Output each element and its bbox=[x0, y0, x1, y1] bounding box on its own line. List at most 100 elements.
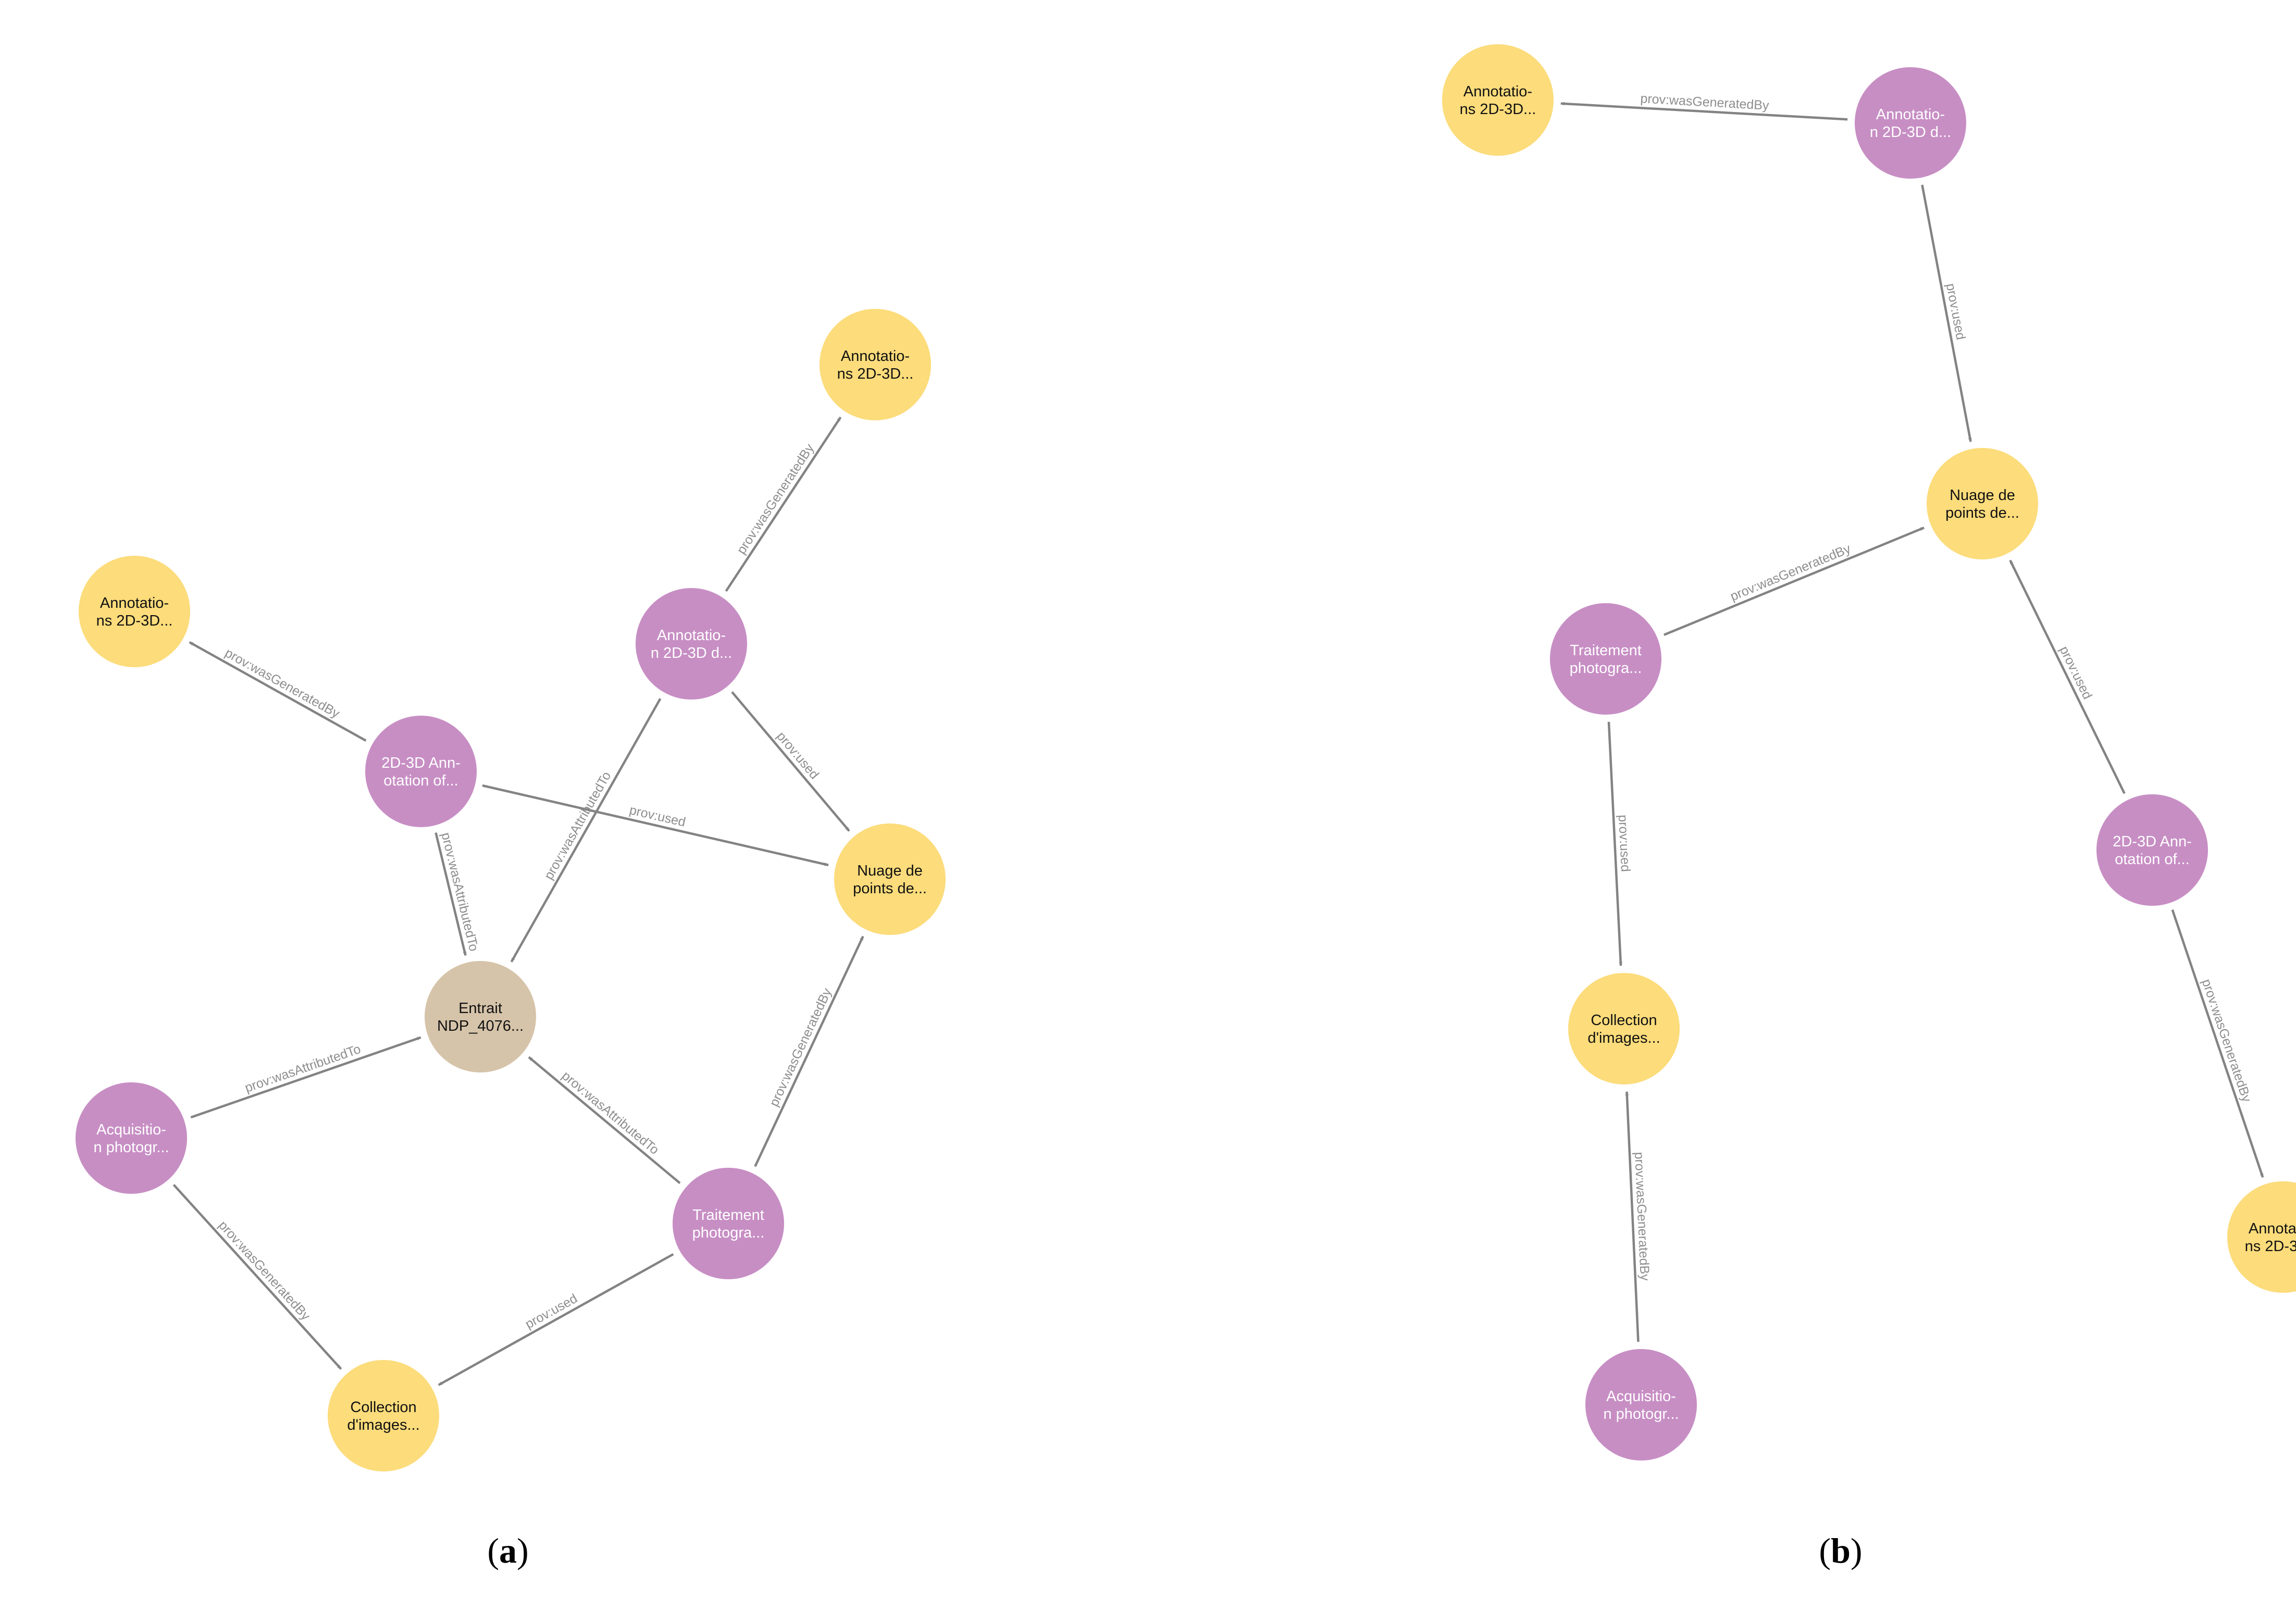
activity-node-circle[interactable] bbox=[1585, 1349, 1697, 1460]
activity-node[interactable]: Traitementphotogra... bbox=[1550, 603, 1661, 715]
node-label: otation of... bbox=[2115, 851, 2190, 868]
edge-prov-wasgeneratedby: prov:wasGeneratedBy bbox=[189, 641, 367, 742]
entity-node-circle[interactable] bbox=[1568, 973, 1680, 1084]
activity-node-circle[interactable] bbox=[1855, 67, 1966, 179]
node-label: 2D-3D Ann- bbox=[2113, 833, 2192, 850]
edge-arrow bbox=[190, 1036, 421, 1119]
node-label: ns 2D-3D... bbox=[2245, 1238, 2296, 1255]
panel-b: prov:wasGeneratedBy prov:used prov:wasGene… bbox=[1442, 44, 2296, 1570]
activity-node[interactable]: 2D-3D Ann-otation of... bbox=[2096, 794, 2208, 906]
edge-arrow bbox=[1607, 721, 1623, 966]
edge-arrow bbox=[510, 698, 662, 963]
node-label: n 2D-3D d... bbox=[651, 645, 732, 661]
panel-a-nodes: Annotatio-ns 2D-3D...Annotatio-ns 2D-3D.… bbox=[76, 309, 946, 1471]
edge-label: prov:wasAttributedTo bbox=[541, 769, 614, 882]
node-label: Annotatio- bbox=[1463, 83, 1532, 100]
activity-node[interactable]: Acquisitio-n photogr... bbox=[76, 1082, 187, 1194]
edge-arrow bbox=[1625, 1091, 1640, 1342]
activity-node-circle[interactable] bbox=[673, 1168, 784, 1279]
activity-node[interactable]: Traitementphotogra... bbox=[673, 1168, 784, 1279]
node-label: photogra... bbox=[692, 1225, 765, 1241]
entity-node[interactable]: Annotatio-ns 2D-3D... bbox=[2227, 1181, 2296, 1293]
entity-node-circle[interactable] bbox=[328, 1360, 439, 1471]
node-label: d'images... bbox=[1587, 1030, 1660, 1046]
activity-node[interactable]: Annotatio-n 2D-3D d... bbox=[1855, 67, 1966, 179]
node-label: ns 2D-3D... bbox=[837, 366, 914, 382]
entity-node[interactable]: Annotatio-ns 2D-3D... bbox=[820, 309, 931, 420]
entity-node-circle[interactable] bbox=[2227, 1181, 2296, 1293]
panel-b-edges: prov:wasGeneratedBy prov:used prov:wasGene… bbox=[1560, 91, 2264, 1342]
agent-node-circle[interactable] bbox=[425, 961, 536, 1072]
edge-label: prov:wasGeneratedBy bbox=[1728, 541, 1853, 604]
edge-prov-used: prov:used bbox=[1921, 184, 1972, 442]
edge-arrow bbox=[172, 1184, 342, 1370]
activity-node-circle[interactable] bbox=[365, 716, 477, 827]
activity-node[interactable]: Acquisitio-n photogr... bbox=[1585, 1349, 1697, 1460]
edge-prov-used: prov:used bbox=[438, 1253, 674, 1387]
node-label: points de... bbox=[1945, 505, 2019, 521]
node-label: Traitement bbox=[692, 1207, 764, 1224]
node-label: n 2D-3D d... bbox=[1870, 124, 1951, 141]
edge-prov-wasattributedto: prov:wasAttributedTo bbox=[528, 1056, 681, 1184]
activity-node-circle[interactable] bbox=[76, 1082, 187, 1194]
node-label: NDP_4076... bbox=[437, 1018, 524, 1034]
node-label: d'images... bbox=[347, 1417, 419, 1433]
entity-node-circle[interactable] bbox=[820, 309, 931, 420]
entity-node-circle[interactable] bbox=[1442, 44, 1554, 156]
edge-prov-wasgeneratedby: prov:wasGeneratedBy bbox=[725, 416, 842, 592]
edge-prov-wasgeneratedby: prov:wasGeneratedBy bbox=[172, 1184, 342, 1370]
edge-prov-used: prov:used bbox=[731, 691, 850, 832]
activity-node-circle[interactable] bbox=[1550, 603, 1661, 715]
edge-prov-wasgeneratedby: prov:wasGeneratedBy bbox=[1560, 91, 1848, 121]
edge-arrow bbox=[2171, 909, 2264, 1178]
edge-prov-used: prov:used bbox=[482, 784, 829, 867]
edge-arrow bbox=[1560, 102, 1848, 121]
agent-node[interactable]: EntraitNDP_4076... bbox=[425, 961, 536, 1072]
panel-a-label: (a) bbox=[487, 1531, 528, 1570]
edge-label: prov:wasGeneratedBy bbox=[222, 645, 342, 721]
edge-prov-used: prov:used bbox=[2009, 559, 2126, 794]
entity-node[interactable]: Annotatio-ns 2D-3D... bbox=[1442, 44, 1554, 156]
node-label: ns 2D-3D... bbox=[96, 613, 173, 629]
edge-arrow bbox=[438, 1253, 674, 1387]
node-label: n photogr... bbox=[1603, 1406, 1679, 1422]
activity-node[interactable]: 2D-3D Ann-otation of... bbox=[365, 716, 477, 827]
entity-node[interactable]: Collectiond'images... bbox=[328, 1360, 439, 1471]
node-label: Traitement bbox=[1570, 642, 1642, 659]
node-label: Acquisitio- bbox=[96, 1121, 166, 1138]
edge-prov-wasgeneratedby: prov:wasGeneratedBy bbox=[2171, 909, 2264, 1178]
edge-prov-wasgeneratedby: prov:wasGeneratedBy bbox=[1664, 527, 1925, 636]
entity-node[interactable]: Collectiond'images... bbox=[1568, 973, 1680, 1084]
entity-node-circle[interactable] bbox=[1927, 448, 2038, 559]
panel-b-nodes: Annotatio-ns 2D-3D...Annotatio-n 2D-3D d… bbox=[1442, 44, 2296, 1460]
edge-prov-used: prov:used bbox=[1607, 721, 1633, 966]
edge-arrow bbox=[725, 416, 842, 592]
edge-label: prov:wasGeneratedBy bbox=[734, 441, 817, 557]
node-label: Nuage de bbox=[1950, 487, 2015, 504]
edge-prov-wasgeneratedby: prov:wasGeneratedBy bbox=[754, 935, 864, 1167]
edge-arrow bbox=[2009, 559, 2126, 794]
edge-arrow bbox=[189, 641, 367, 742]
edge-arrow bbox=[754, 935, 864, 1167]
node-label: Collection bbox=[350, 1399, 416, 1416]
node-label: Annotatio- bbox=[657, 627, 726, 644]
node-label: points de... bbox=[853, 880, 927, 897]
entity-node-circle[interactable] bbox=[79, 556, 190, 667]
activity-node[interactable]: Annotatio-n 2D-3D d... bbox=[636, 588, 747, 700]
edge-label: prov:wasGeneratedBy bbox=[216, 1218, 313, 1323]
node-label: Annotatio- bbox=[2249, 1220, 2296, 1237]
activity-node-circle[interactable] bbox=[636, 588, 747, 700]
node-label: Acquisitio- bbox=[1606, 1388, 1676, 1405]
edge-label: prov:used bbox=[1616, 815, 1633, 872]
activity-node-circle[interactable] bbox=[2096, 794, 2208, 906]
edge-arrow bbox=[482, 784, 829, 867]
edge-label: prov:wasAttributedTo bbox=[559, 1068, 662, 1157]
entity-node[interactable]: Annotatio-ns 2D-3D... bbox=[79, 556, 190, 667]
entity-node-circle[interactable] bbox=[834, 823, 946, 935]
node-label: Nuage de bbox=[857, 863, 923, 879]
node-label: ns 2D-3D... bbox=[1460, 101, 1536, 118]
panel-a: prov:wasGeneratedBy prov:wasGeneratedBy pr… bbox=[76, 309, 946, 1570]
